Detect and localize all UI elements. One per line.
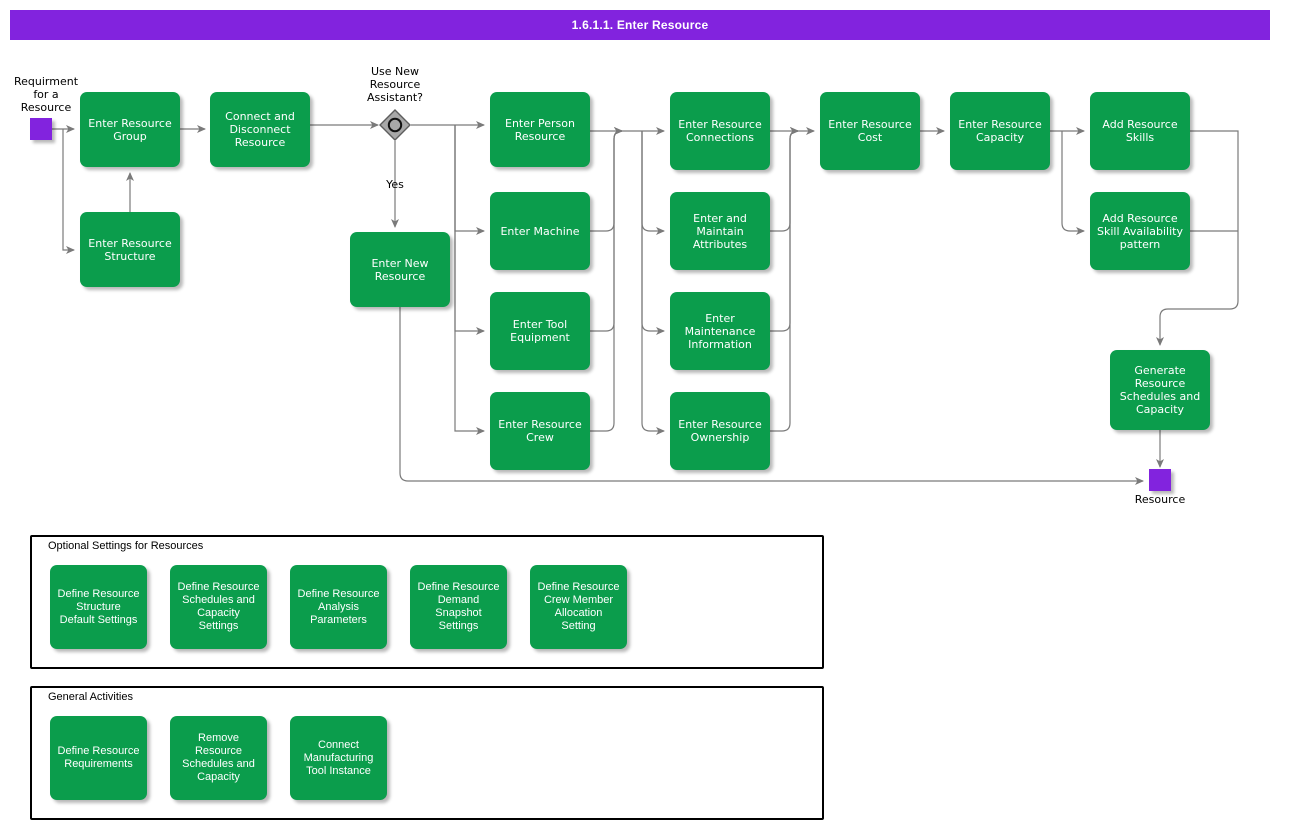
- start-event-label: Requirment for a Resource: [6, 75, 86, 114]
- start-event-label-line2: for a: [33, 88, 59, 101]
- task-label: Enter Machine: [500, 224, 580, 238]
- gateway-label: Use New Resource Assistant?: [355, 65, 435, 104]
- group-general-activities: [30, 686, 824, 820]
- event-gateway-icon[interactable]: [379, 109, 411, 141]
- gateway-branch-label: Yes: [386, 178, 404, 191]
- page-title: 1.6.1.1. Enter Resource: [571, 18, 709, 32]
- end-event-label: Resource: [1134, 493, 1186, 506]
- group-title-general-activities: General Activities: [48, 691, 133, 703]
- gateway-label-line3: Assistant?: [367, 91, 423, 104]
- gateway-label-line1: Use New: [370, 65, 420, 78]
- start-event-marker[interactable]: [30, 118, 52, 140]
- gateway-label-line2: Resource: [369, 78, 421, 91]
- task-enter-machine[interactable]: Enter Machine: [490, 192, 590, 270]
- page-title-bar: 1.6.1.1. Enter Resource: [10, 10, 1270, 40]
- start-event-label-line3: Resource: [20, 101, 72, 114]
- start-event-label-line1: Requirment: [13, 75, 79, 88]
- end-event-marker[interactable]: [1149, 469, 1171, 491]
- group-title-optional-settings-for-resources: Optional Settings for Resources: [48, 540, 204, 552]
